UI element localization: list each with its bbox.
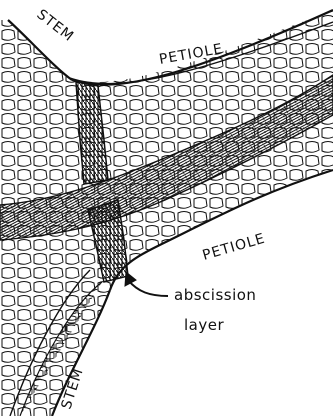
label-abscission: abscission bbox=[174, 286, 256, 304]
label-layer: layer bbox=[184, 316, 224, 334]
label-petiole-middle: PETIOLE bbox=[201, 231, 268, 264]
abscission-arrow bbox=[125, 272, 168, 296]
label-stem-top: STEM bbox=[34, 7, 77, 46]
